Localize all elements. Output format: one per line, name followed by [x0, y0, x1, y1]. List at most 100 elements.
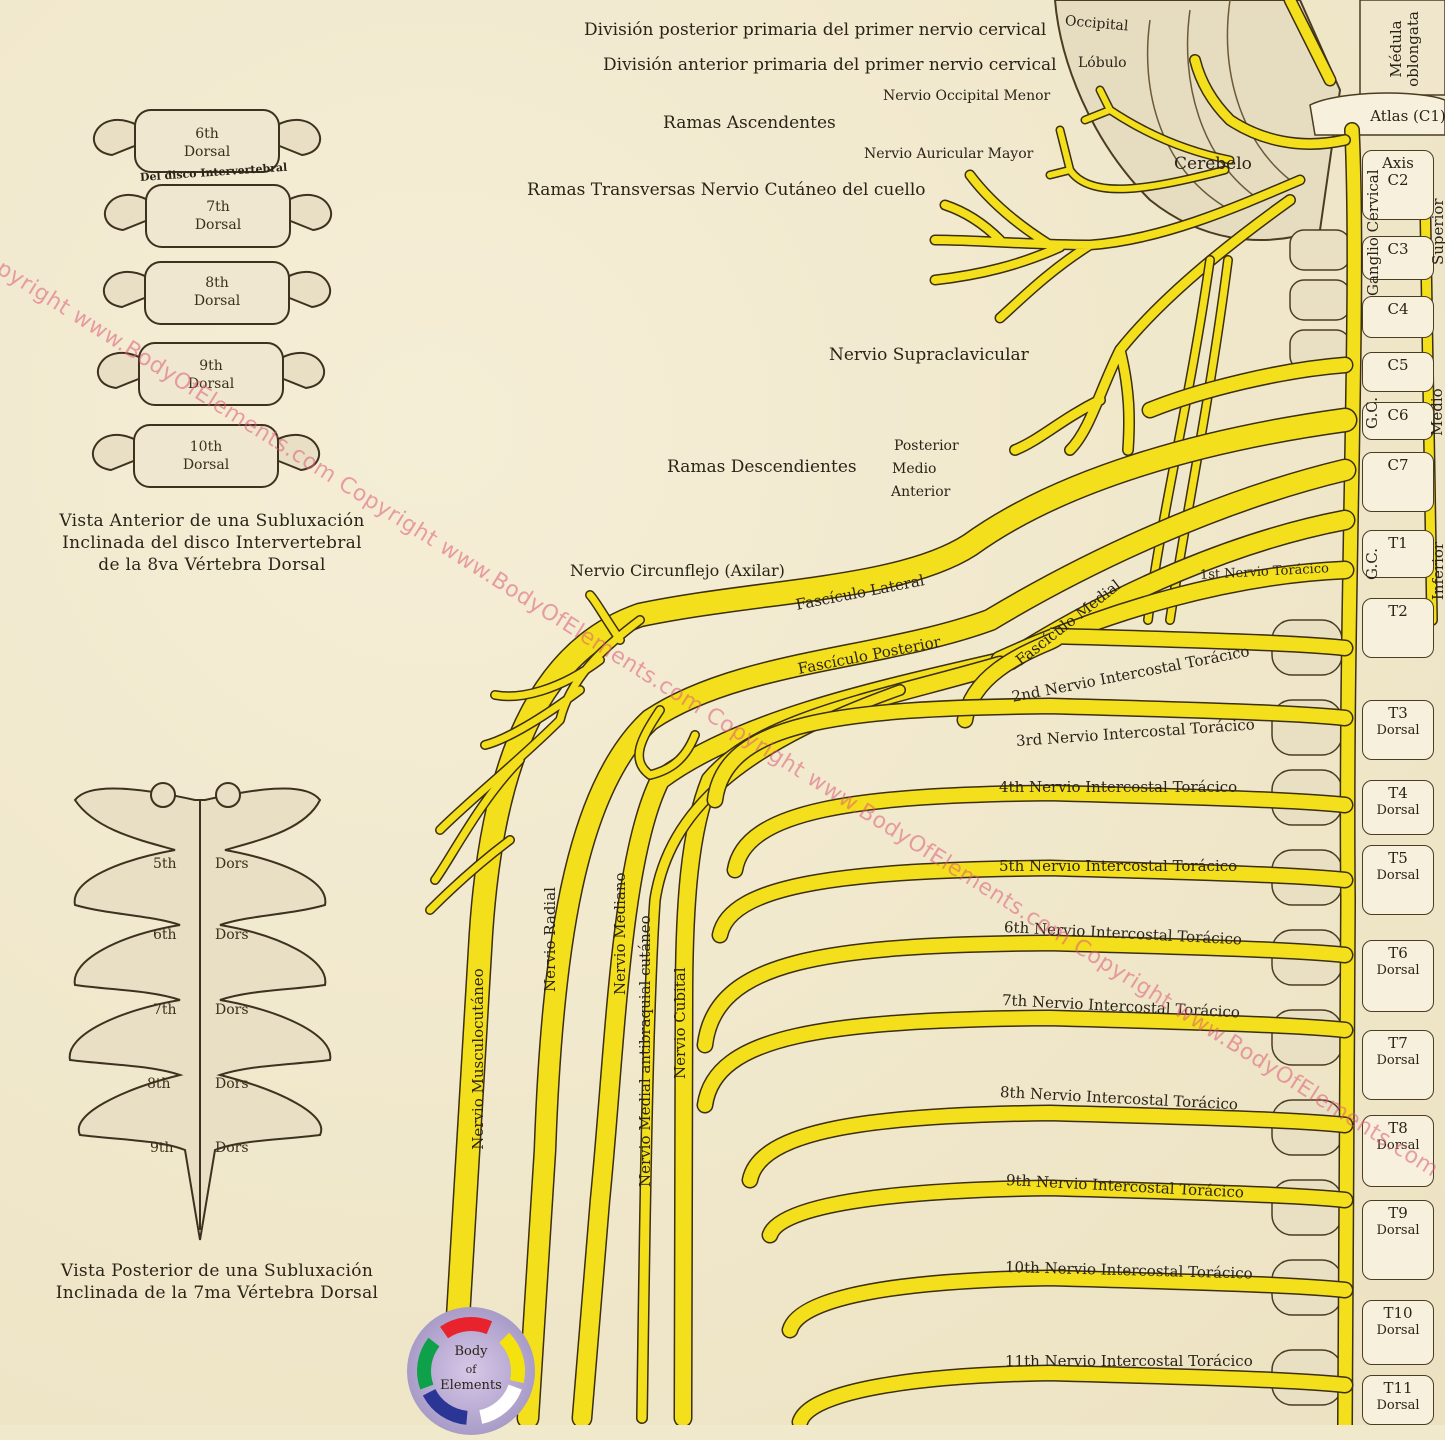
medulla-nerve: [1285, 0, 1335, 85]
vertebra-t2: T2: [1362, 598, 1434, 658]
cervical-process: [1289, 279, 1351, 321]
label-musculocutaneous: Nervio Musculocutáneo: [469, 968, 487, 1150]
vertebra-label: T5: [1388, 849, 1408, 867]
label-descending-medio: Medio: [892, 461, 937, 477]
label-ascending-branches: Ramas Ascendentes: [663, 113, 836, 133]
transverse-process: [280, 351, 325, 390]
posterior-vertebra-6-num: 6th: [153, 927, 177, 943]
label-lesser-occipital: Nervio Occipital Menor: [883, 88, 1051, 104]
transverse-process: [286, 270, 331, 309]
transverse-process: [287, 193, 332, 232]
vertebra-sublabel: Dorsal: [1376, 723, 1420, 738]
vertebra-label: C5: [1387, 356, 1409, 374]
intercostal-nerve-6: [698, 935, 1352, 1052]
label-posterior-division: División posterior primaria del primer n…: [584, 20, 1047, 40]
label-descending-anterior: Anterior: [891, 484, 951, 500]
transverse-process: [97, 351, 142, 390]
label-gc-lower: G.C.: [1363, 548, 1381, 580]
logo-segment: [478, 1384, 522, 1424]
vertebral-body: [133, 424, 279, 488]
transverse-process: [276, 118, 321, 157]
label-supraclavicular: Nervio Supraclavicular: [829, 345, 1029, 365]
vertebra-label: T9: [1388, 1204, 1408, 1222]
transverse-process: [93, 118, 138, 157]
vertebra-label: C6: [1387, 406, 1409, 424]
intercostal-nerve-4: [728, 785, 1352, 877]
logo-segment: [422, 1388, 468, 1425]
label-transverse-cervical: Ramas Transversas Nervio Cutáneo del cue…: [527, 180, 926, 200]
vertebra-label: T2: [1388, 602, 1408, 620]
posterior-vertebra-9-sub: Dors: [215, 1140, 249, 1156]
intercostal-nerve-11: [793, 1365, 1352, 1425]
label-ganglio-superior: Superior: [1429, 198, 1445, 265]
transverse-process: [92, 433, 137, 472]
first-cervical-nerve: [1190, 55, 1350, 149]
vertebral-body: [145, 184, 291, 248]
posterior-vertebra-7-sub: Dors: [215, 1002, 249, 1018]
posterior-vertebra-8-sub: Dors: [215, 1076, 249, 1092]
vertebra-label: C7: [1387, 456, 1409, 474]
vertebra-label: T3: [1388, 704, 1408, 722]
vertebra-atlas: Atlas (C1): [1368, 104, 1445, 134]
label-gc-middle: G.C.: [1363, 397, 1381, 429]
vertebra-c7: C7: [1362, 452, 1434, 512]
label-intercostal-5: 5th Nervio Intercostal Torácico: [999, 857, 1238, 875]
intercostal-nerve-7: [698, 1010, 1352, 1112]
vertebra-label: C4: [1387, 300, 1409, 318]
vertebra-sublabel: Dorsal: [1376, 803, 1420, 818]
label-median: Nervio Mediano: [611, 872, 629, 995]
label-ganglio-inferior: Inferior: [1429, 541, 1445, 601]
vertebra-label: T6: [1388, 944, 1408, 962]
vertebra-label: Axis: [1382, 154, 1414, 172]
vertebra-sublabel: Dorsal: [1376, 1138, 1420, 1153]
posterior-vertebrae-illustration: [68, 782, 332, 1241]
brachial-lateral-cord: [441, 409, 1356, 1425]
vertebral-body: [144, 261, 290, 325]
label-ganglio-medio: Medio: [1428, 388, 1445, 436]
vertebral-body: [134, 109, 280, 173]
logo-segment: [499, 1332, 525, 1384]
vertebra-c3: C3: [1362, 236, 1434, 280]
label-cerebellum: Cerebelo: [1174, 154, 1252, 174]
intercostal-nerve-3: [708, 698, 1352, 807]
lesser-occipital-nerve: [1082, 87, 1233, 163]
brachial-posterior-cord: [518, 460, 1355, 1425]
logo-ring-icon: [407, 1307, 535, 1435]
logo-segment: [417, 1337, 440, 1390]
vertebra-label: T7: [1388, 1034, 1408, 1052]
logo-text-of: of: [465, 1363, 477, 1376]
intercostal-nerve-2: [958, 629, 1352, 727]
vertebra-label: T4: [1388, 784, 1408, 802]
label-axillary: Nervio Circunflejo (Axilar): [570, 561, 785, 580]
vertebra-c4: C4: [1362, 296, 1434, 338]
intercostal-nerve-8: [743, 1105, 1352, 1187]
vertebra-label: T1: [1388, 534, 1408, 552]
cervical-process: [1289, 229, 1351, 271]
logo-text-body: Body: [454, 1344, 488, 1359]
label-radial: Nervio Radial: [541, 887, 559, 992]
vertebra-sublabel: Dorsal: [1376, 1053, 1420, 1068]
label-ganglio-cervical: Ganglio Cervical: [1364, 169, 1382, 296]
great-auricular-nerve: [1047, 127, 1228, 192]
label-lobule: Lóbulo: [1078, 55, 1127, 71]
body-of-elements-logo: Body of Elements: [406, 1306, 536, 1435]
posterior-vertebra-8-num: 8th: [147, 1076, 171, 1092]
transverse-process: [103, 270, 148, 309]
posterior-vertebra-7-num: 7th: [153, 1002, 177, 1018]
vertebral-body: [138, 342, 284, 406]
vertebra-t1: T1: [1362, 530, 1434, 578]
